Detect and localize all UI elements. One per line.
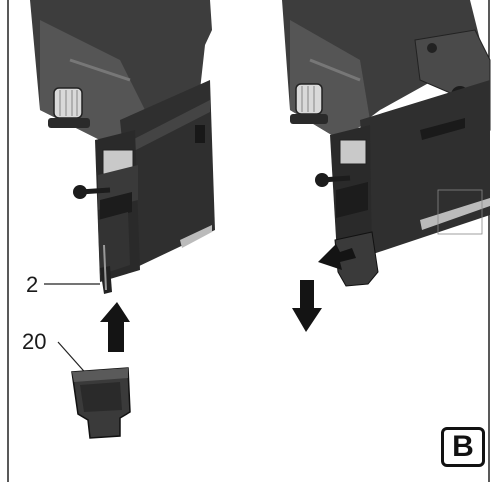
nose-cap-part	[71, 367, 131, 439]
arrow-down-icon	[292, 280, 322, 332]
panel-badge: B	[441, 427, 485, 467]
arrow-up-icon	[100, 302, 130, 352]
nailer-right	[282, 0, 491, 287]
callout-label-2: 2	[26, 272, 39, 297]
callout-label-20: 20	[22, 329, 47, 354]
nailer-left	[30, 0, 215, 294]
arrow-left-icon	[318, 244, 356, 270]
